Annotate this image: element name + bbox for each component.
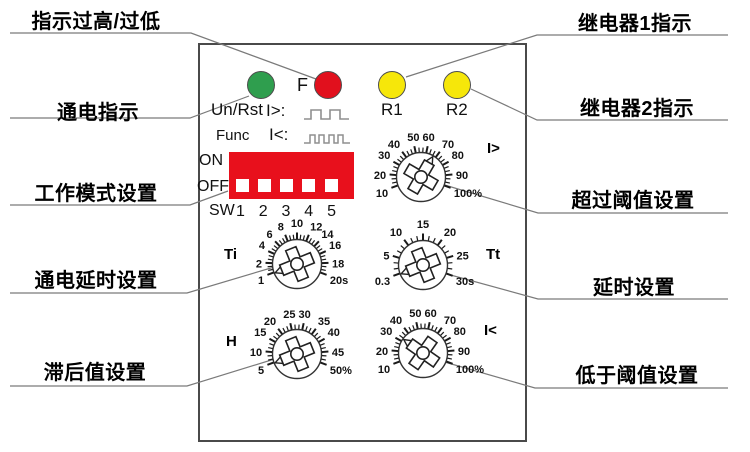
- label-hysteresis-setting: 滞后值设置: [43, 362, 147, 384]
- fault-led: [314, 71, 342, 99]
- undercurrent-signal-label: I<:: [269, 125, 289, 144]
- dial-label-h: H: [226, 333, 237, 350]
- dip-switch-5[interactable]: [325, 179, 338, 192]
- relay2-led: [443, 71, 471, 99]
- dip-channel-numbers: 1 2 3 4 5: [236, 203, 336, 221]
- dip-channel-4: 4: [304, 203, 314, 220]
- label-relay2-indicator: 继电器2指示: [579, 98, 695, 120]
- fault-led-label: F: [297, 75, 308, 95]
- label-power-indicator: 通电指示: [57, 102, 139, 124]
- dip-switch-1[interactable]: [236, 179, 249, 192]
- dip-channel-1: 1: [236, 203, 245, 220]
- label-over-threshold-setting: 超过阈值设置: [571, 190, 695, 212]
- dip-switch-block: [229, 152, 354, 199]
- dip-switch-4[interactable]: [302, 179, 315, 192]
- dip-off-label: OFF: [197, 178, 229, 195]
- relay1-led: [378, 71, 406, 99]
- dip-switch-2[interactable]: [258, 179, 271, 192]
- label-work-mode-setting: 工作模式设置: [34, 183, 158, 205]
- dip-on-label: ON: [199, 152, 223, 169]
- label-delay-setting: 延时设置: [593, 277, 675, 299]
- relay2-led-label: R2: [446, 100, 468, 119]
- dial-label-i-lt: I<: [484, 322, 497, 339]
- power-led: [247, 71, 275, 99]
- overcurrent-signal-label: I>:: [266, 101, 286, 120]
- label-under-threshold-setting: 低于阈值设置: [575, 365, 699, 387]
- dial-label-tt: Tt: [486, 246, 501, 263]
- label-relay1-indicator: 继电器1指示: [577, 13, 693, 35]
- power-led-label: Un/Rst: [211, 100, 263, 119]
- dip-channel-5: 5: [327, 203, 336, 220]
- label-power-on-delay-setting: 通电延时设置: [34, 270, 158, 292]
- relay1-led-label: R1: [381, 100, 403, 119]
- dial-label-i-gt: I>: [487, 140, 500, 157]
- dip-switch-3[interactable]: [280, 179, 293, 192]
- dip-channel-2: 2: [258, 203, 268, 220]
- slow-square-wave-icon: [304, 109, 349, 120]
- dip-sw-label: SW: [209, 202, 235, 219]
- func-label: Func: [216, 127, 250, 144]
- fast-square-wave-icon: [304, 134, 350, 144]
- dip-channel-3: 3: [281, 203, 291, 220]
- label-high-low-indicator: 指示过高/过低: [31, 11, 161, 33]
- dial-label-ti: Ti: [224, 246, 238, 263]
